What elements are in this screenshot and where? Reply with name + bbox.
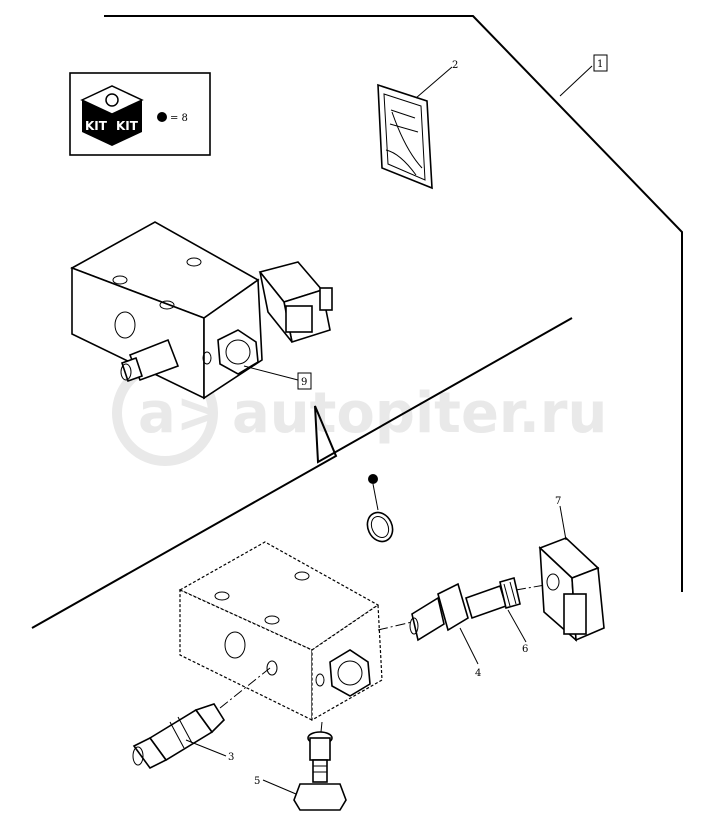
valve-assembly-complete (70, 221, 333, 400)
seal-leader (372, 483, 379, 511)
axis-line-7 (515, 584, 546, 591)
callout-5: 5 (254, 776, 260, 787)
axis-line-3 (214, 667, 271, 713)
kit-legend-box: KIT KIT = 8 (69, 72, 211, 156)
leader-7 (559, 505, 567, 541)
callout-6: 6 (522, 644, 528, 655)
leader-2 (415, 66, 453, 99)
callout-3: 3 (228, 752, 234, 763)
leader-9 (243, 365, 299, 381)
leader-5 (262, 779, 297, 795)
relief-valve-cartridge (132, 703, 226, 770)
leader-3 (185, 739, 227, 757)
valve-body-block (178, 541, 383, 722)
callout-9: 9 (301, 377, 307, 388)
solenoid-cartridge (409, 582, 469, 642)
manual-sheet (377, 83, 433, 190)
kit-label-left: KIT (85, 119, 108, 133)
callout-7: 7 (555, 496, 561, 507)
plunger-valve (293, 731, 347, 811)
kit-equals-text: = 8 (170, 113, 188, 124)
leader-4 (459, 627, 479, 665)
axis-line-5 (319, 721, 323, 743)
callout-1: 1 (597, 59, 603, 70)
kit-label-right: KIT (116, 119, 139, 133)
callout-1-box (593, 54, 608, 72)
leader-6 (507, 609, 527, 643)
kit-cube-icon: KIT KIT (80, 85, 144, 146)
watermark: a> autopiter.ru (112, 360, 607, 466)
leader-1 (559, 65, 593, 97)
kit-seal-marker-icon (368, 474, 378, 484)
cartridge-stem-tube (465, 576, 521, 620)
solenoid-coil (538, 537, 605, 642)
axis-line-4 (377, 621, 413, 631)
section-divider-line (31, 317, 573, 629)
callout-9-box (297, 372, 312, 390)
kit-seal-dot-icon (157, 112, 167, 122)
callout-4: 4 (475, 668, 481, 679)
o-ring-seal (366, 511, 394, 543)
watermark-text: autopiter.ru (232, 381, 607, 446)
callout-2: 2 (452, 60, 458, 71)
assembly-bracket-line (104, 15, 683, 592)
